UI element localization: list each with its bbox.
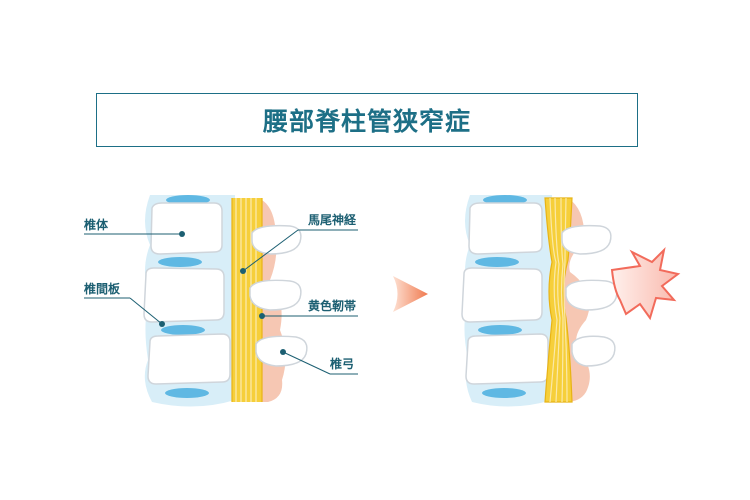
arch-2-right [565,279,618,311]
vertebra-body-3 [147,333,231,385]
label-cauda-equina: 馬尾神経 [308,213,357,227]
arch-1-left [251,224,302,255]
label-intervertebral-disc: 椎間板 [84,282,121,296]
vertebra-body-2 [143,267,225,323]
arch-2-left [249,279,302,311]
label-vertebral-body: 椎体 [84,218,109,232]
disc-inner-r4 [482,388,526,398]
vertebra-body-r2 [461,267,543,323]
disc-inner-4 [165,388,209,398]
disc-inner-3 [161,325,205,335]
arch-3-right [571,335,616,367]
title-box: 腰部脊柱管狭窄症 [96,93,638,147]
pain-burst-icon [610,246,681,321]
leader-lines [84,229,358,375]
disc-inner-2 [158,257,202,267]
vertebra-body-r1 [468,202,543,255]
disc-inner-r2 [475,257,519,267]
stenosis-spine-illustration [461,195,681,407]
page-title: 腰部脊柱管狭窄症 [262,107,471,136]
label-vertebral-arch: 椎弓 [330,357,355,371]
vertebra-body-r3 [465,333,549,385]
normal-spine-illustration [143,195,308,407]
vertebra-body-1 [150,202,223,255]
label-ligamentum-flavum: 黄色靭帯 [308,299,357,313]
disc-inner-r3 [478,325,522,335]
arch-1-right [561,224,612,255]
transition-arrow [393,276,428,312]
